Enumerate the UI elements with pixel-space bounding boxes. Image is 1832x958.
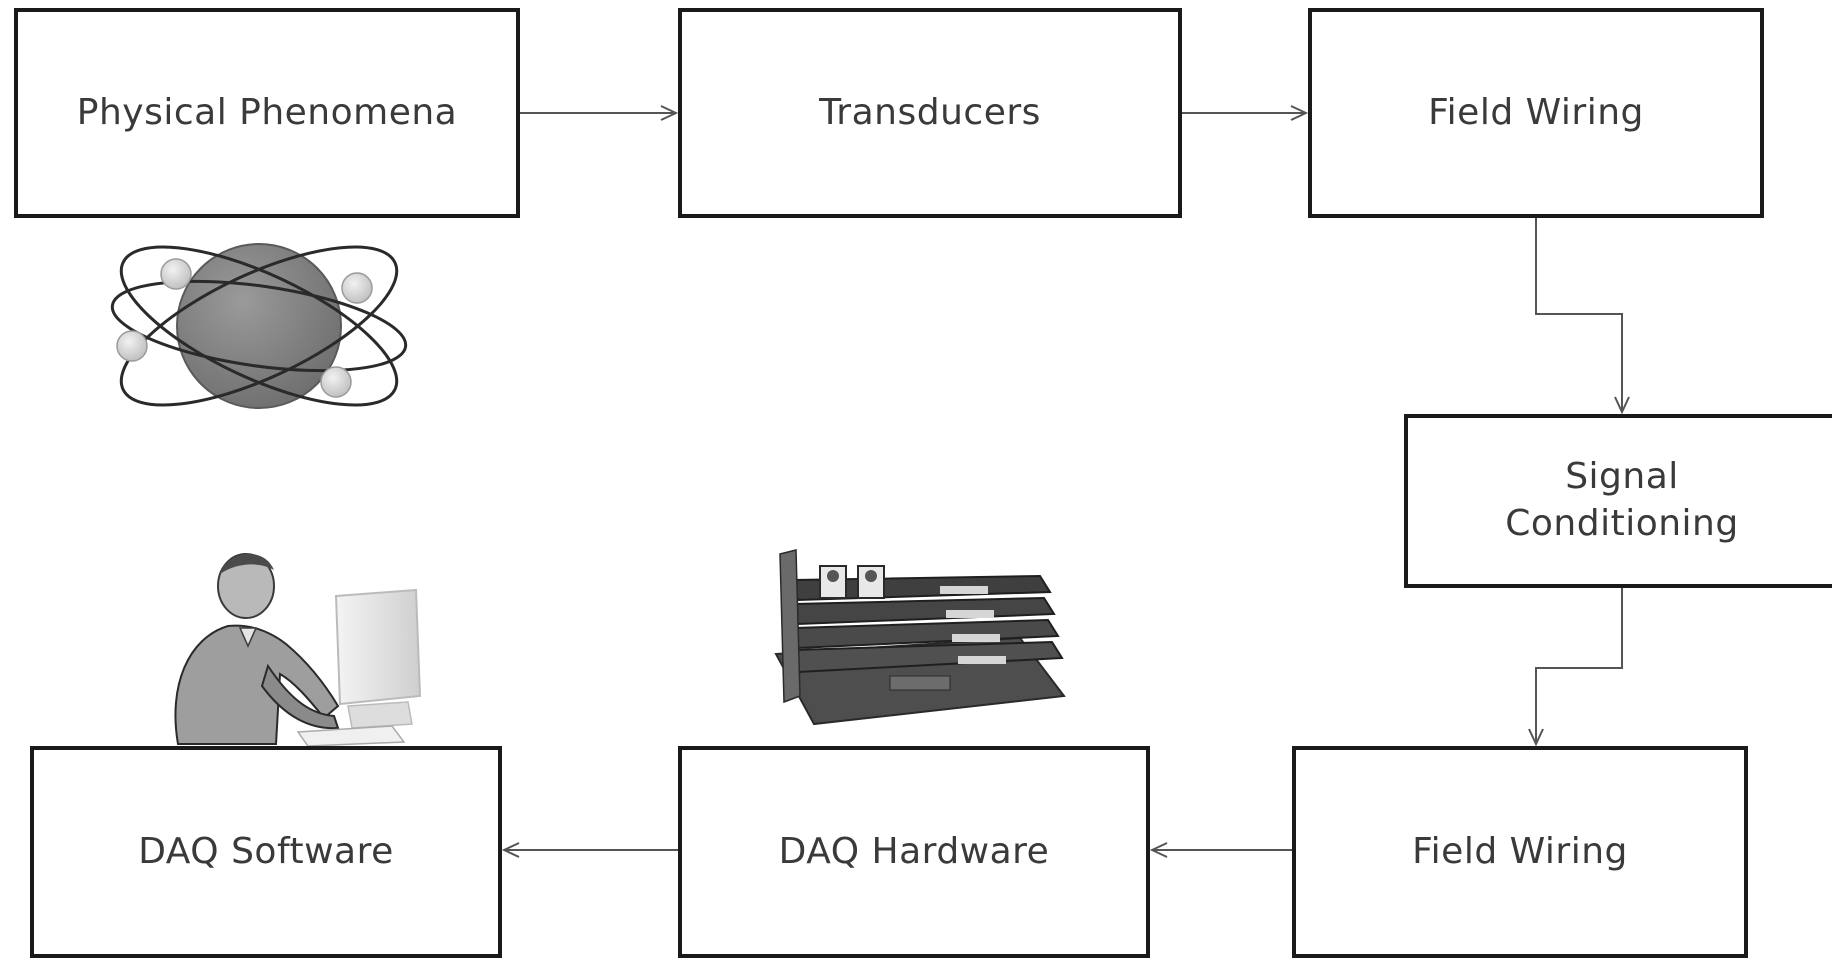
physical-phenomena-label: Physical Phenomena (77, 90, 458, 137)
daq-software-label: DAQ Software (138, 829, 394, 876)
field-wiring-bottom-label: Field Wiring (1412, 829, 1628, 876)
daq-software-box: DAQ Software (30, 746, 502, 958)
daq-hardware-box: DAQ Hardware (678, 746, 1150, 958)
signal-conditioning-box: Signal Conditioning (1404, 414, 1832, 588)
daq-circuit-boards-icon (770, 546, 1066, 726)
transducers-box: Transducers (678, 8, 1182, 218)
person-at-computer-icon (148, 546, 428, 746)
atom-icon (104, 228, 414, 418)
arrow-field-wiring-to-signal-conditioning (1536, 218, 1622, 412)
physical-phenomena-box: Physical Phenomena (14, 8, 520, 218)
transducers-label: Transducers (819, 90, 1041, 137)
field-wiring-top-box: Field Wiring (1308, 8, 1764, 218)
daq-hardware-label: DAQ Hardware (779, 829, 1050, 876)
field-wiring-top-label: Field Wiring (1428, 90, 1644, 137)
field-wiring-bottom-box: Field Wiring (1292, 746, 1748, 958)
signal-conditioning-label: Signal Conditioning (1505, 454, 1738, 548)
arrow-signal-conditioning-to-field-wiring (1536, 588, 1622, 744)
